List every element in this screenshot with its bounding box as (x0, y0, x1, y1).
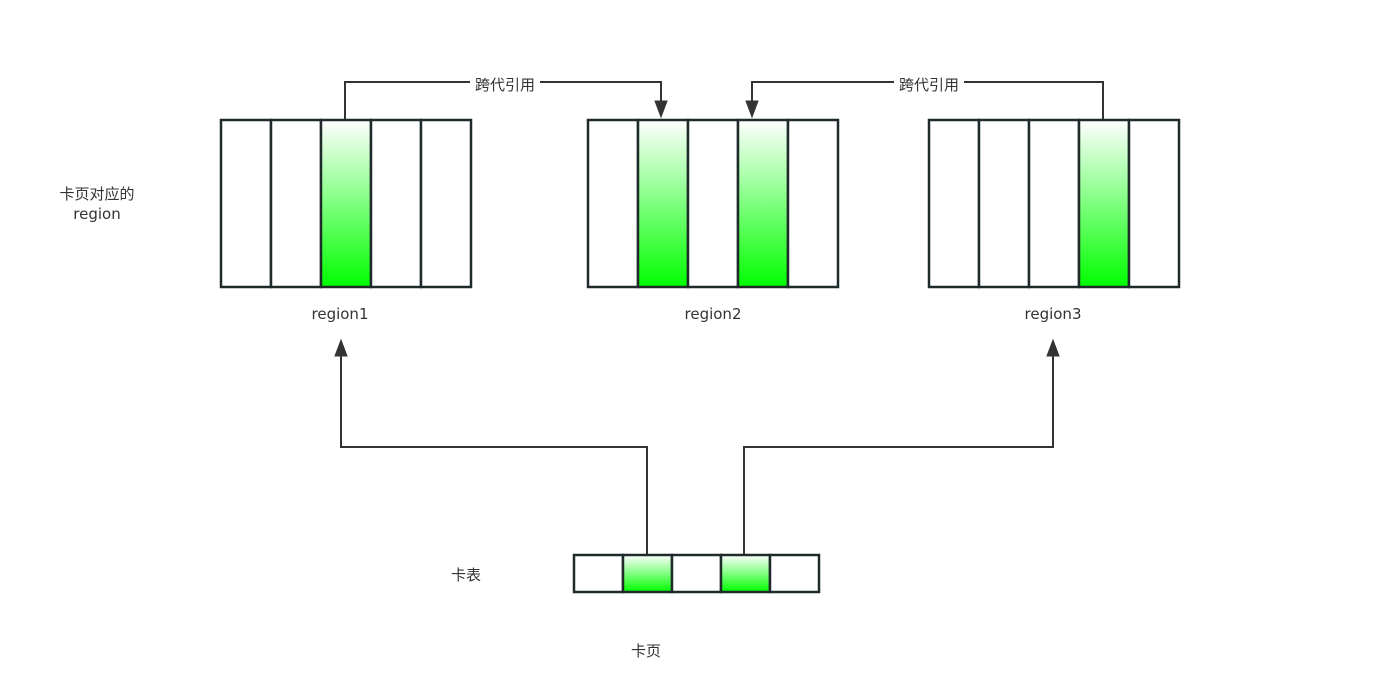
region1-cell-1 (219, 118, 273, 289)
region-side-label-line2: region (73, 205, 120, 223)
card-to-region3-connector (743, 338, 1060, 554)
card-to-region3-arrowhead (1046, 338, 1060, 357)
region3-cell-5 (1127, 118, 1181, 289)
region3-cell-3 (1027, 118, 1081, 289)
card-table-cell-3 (670, 553, 723, 594)
card-table-cell-2-dirty (621, 553, 674, 594)
cross-ref-arrowhead-2 (745, 100, 759, 119)
region2-cell-2-dirty (636, 118, 690, 289)
region-name-1: region1 (312, 305, 369, 323)
region3-cell-4-dirty (1077, 118, 1131, 289)
region1-cell-4 (369, 118, 423, 289)
region1-cell-5 (419, 118, 473, 289)
region-block-2 (586, 118, 840, 289)
region1-cell-3-dirty (319, 118, 373, 289)
card-table-cell-4-dirty (719, 553, 772, 594)
region3-cell-2 (977, 118, 1031, 289)
region-side-label-line1: 卡页对应的 (59, 185, 134, 203)
region2-cell-1 (586, 118, 640, 289)
cross-ref-arrowhead-1 (654, 100, 668, 119)
card-table-cell-1 (572, 553, 625, 594)
cross-ref-connector-2: 跨代引用 (745, 72, 1104, 119)
region-block-3 (927, 118, 1181, 289)
region1-cell-2 (269, 118, 323, 289)
cross-ref-label-1: 跨代引用 (475, 76, 535, 94)
region3-cell-1 (927, 118, 981, 289)
card-to-region1-arrowhead (334, 338, 348, 357)
card-table-cell-5 (768, 553, 821, 594)
cross-ref-connector-1: 跨代引用 (344, 72, 668, 119)
region2-cell-3 (686, 118, 740, 289)
card-page-caption: 卡页 (631, 642, 661, 660)
card-table-label: 卡表 (451, 566, 481, 584)
region-name-2: region2 (685, 305, 742, 323)
cross-ref-label-2: 跨代引用 (899, 76, 959, 94)
region2-cell-4-dirty (736, 118, 790, 289)
card-table (572, 553, 821, 594)
region-name-3: region3 (1025, 305, 1082, 323)
card-to-region1-connector (334, 338, 648, 554)
region-block-1 (219, 118, 473, 289)
region2-cell-5 (786, 118, 840, 289)
